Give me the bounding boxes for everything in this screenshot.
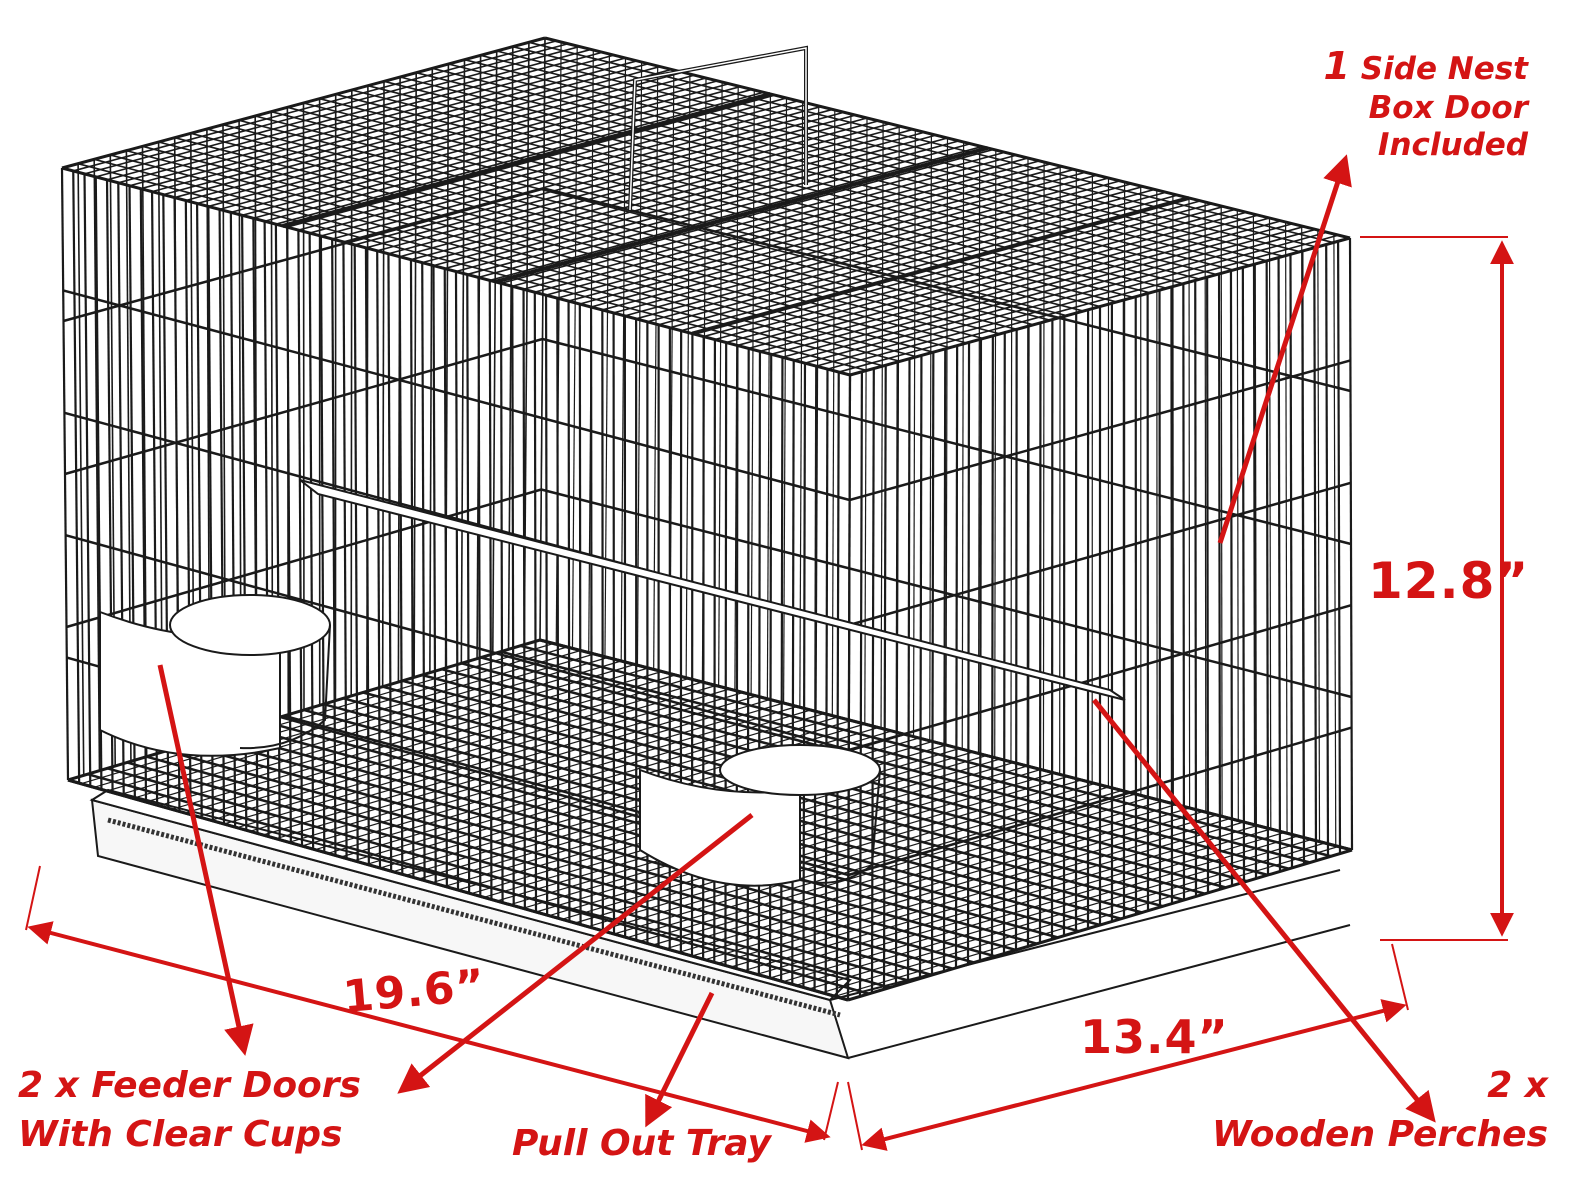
pull-out-tray-label: Pull Out Tray	[512, 1123, 771, 1164]
dimension-lines	[25, 236, 1514, 1151]
cage-top-panel	[61, 37, 1351, 376]
nest-box-line2: Box Door	[1368, 89, 1528, 126]
feeder-doors-label: 2 x Feeder Doors With Clear Cups	[18, 1062, 361, 1159]
feeder-doors-line1: 2 x Feeder Doors	[18, 1065, 361, 1106]
annotation-arrows	[157, 154, 1436, 1128]
arrow-nest-box	[1217, 154, 1352, 544]
arrow-feeder-left	[157, 664, 254, 1056]
arrow-perches	[1092, 698, 1436, 1123]
nest-box-count: 1	[1323, 44, 1350, 88]
perches-line2: Wooden Perches	[1212, 1113, 1548, 1155]
feeder-cup-right	[639, 744, 881, 887]
carry-handle	[628, 45, 808, 211]
feeder-cup-left	[99, 594, 331, 757]
width-dimension: 13.4”	[1080, 1010, 1229, 1064]
feeder-doors-line2: With Clear Cups	[18, 1113, 343, 1155]
nest-box-line3: Included	[1377, 126, 1528, 163]
wooden-perch	[299, 479, 1126, 701]
nest-box-line1: Side Nest	[1360, 51, 1528, 87]
nest-box-door-label: 1 Side Nest Box Door Included	[1324, 44, 1528, 164]
perches-line1: 2 x	[1487, 1065, 1548, 1106]
height-dimension: 12.8”	[1368, 552, 1530, 610]
arrow-tray	[645, 991, 715, 1128]
arrow-feeder-right	[397, 813, 754, 1094]
wooden-perches-label: 2 x Wooden Perches	[1212, 1062, 1548, 1159]
